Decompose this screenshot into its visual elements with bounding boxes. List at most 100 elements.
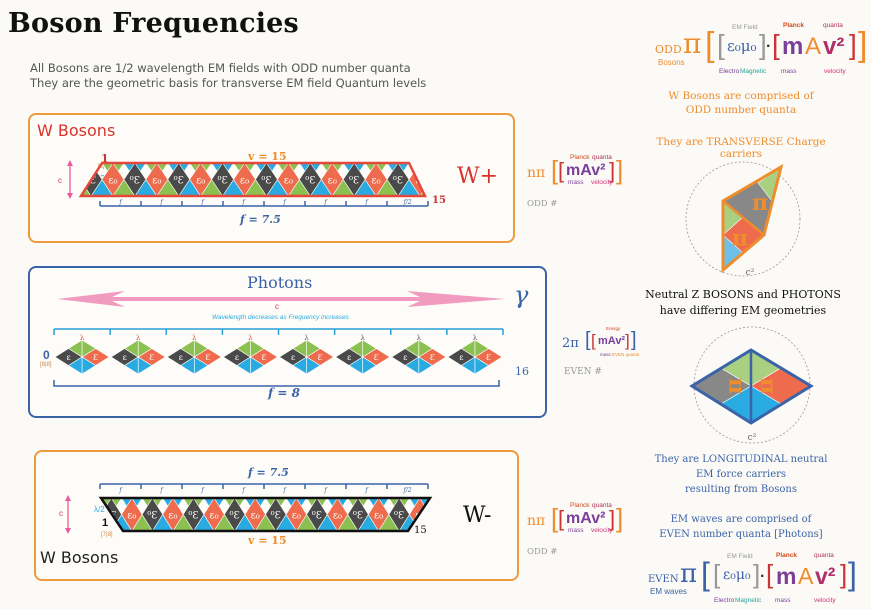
- band-border: [98, 496, 433, 533]
- diamond-cell: [306, 498, 328, 531]
- bracket-icon: [: [551, 155, 559, 185]
- even-formula-electro: Electro: [714, 597, 735, 604]
- diamond-cell: [224, 498, 246, 531]
- segment-label: f: [323, 199, 328, 206]
- w-minus-start-num: 1: [102, 517, 109, 529]
- photon-formula-even-quanta: EVEN quanta: [612, 352, 640, 357]
- lambda-label: λ: [417, 334, 422, 342]
- epsilon-label: ε: [123, 353, 127, 362]
- w-plus-formula-quanta: quanta: [592, 154, 612, 161]
- em-waves-text-1: EM waves are comprised of: [670, 514, 812, 525]
- epsilon-label: ε: [66, 353, 70, 362]
- diamond-cell: [255, 163, 278, 196]
- segment-label: f: [118, 199, 123, 206]
- arrow-head-icon: [65, 495, 71, 501]
- diamond-cell: [101, 163, 125, 196]
- epsilon-label: ε₀: [152, 176, 161, 187]
- mu-label: Ɛ: [149, 353, 154, 362]
- epsilon-label: ε₀: [292, 511, 301, 522]
- pi-glyph: π: [721, 378, 747, 394]
- dotted-circle: [685, 161, 801, 277]
- lambda-label: λ: [80, 334, 85, 342]
- w-plus-formula-caption: ODD #: [527, 199, 558, 209]
- mu-label: Ɛ: [205, 353, 210, 362]
- bracket-icon: ]: [616, 155, 624, 185]
- epsilon-label: ε: [291, 353, 295, 362]
- diamond-cell: [123, 163, 147, 196]
- odd-formula-prefix: ODD: [655, 43, 682, 56]
- pi-icon: π: [683, 27, 702, 60]
- epsilon-label: ε: [459, 353, 463, 362]
- diamond-cell: [326, 498, 349, 531]
- photon-formula-caption: EVEN #: [564, 367, 602, 377]
- epsilon-label: ε: [347, 353, 351, 362]
- bracket-icon: ]: [849, 29, 857, 60]
- segment-label: f: [364, 199, 369, 206]
- bracket-icon: ]: [616, 503, 624, 533]
- arrow-head-icon: [67, 160, 73, 166]
- c-squared-label: c²: [746, 268, 755, 278]
- diamond-cell: [145, 163, 169, 196]
- photon-start-ratio: [8|8]: [40, 362, 52, 368]
- bracket-icon: ]: [625, 331, 630, 350]
- odd-formula-planck: Planck: [783, 22, 804, 29]
- even-formula-v: v²: [815, 563, 836, 589]
- diamond-cell: [141, 498, 164, 531]
- diamond-cell: [244, 498, 266, 531]
- lambda-label: λ: [136, 334, 141, 342]
- neutral-z-text-1: Neutral Z BOSONS and PHOTONS: [645, 288, 841, 301]
- z-boson-outline: [721, 163, 784, 274]
- w-plus-formula-main: mAv²: [566, 162, 606, 179]
- even-formula-em: ε₀μ₀: [723, 567, 751, 583]
- odd-formula-dot: ·: [766, 38, 772, 55]
- diamond-cell: [162, 498, 184, 531]
- even-formula-planck: Planck: [776, 552, 797, 559]
- w-minus-formula-planck: Planck: [570, 502, 590, 509]
- bracket-icon: ]: [848, 556, 857, 592]
- mu-label: Ɛ: [486, 353, 491, 362]
- segment-label: f: [118, 487, 123, 494]
- segment-label: f: [200, 199, 205, 206]
- bracket-icon: ]: [631, 329, 637, 351]
- subtitle-line-1: All Bosons are 1/2 wavelength EM fields …: [30, 61, 411, 75]
- bracket-icon: ]: [753, 559, 761, 589]
- w-plus-formula-planck: Planck: [570, 154, 590, 161]
- diamond-cell: [342, 163, 366, 196]
- mu-label: Ɛ: [93, 353, 98, 362]
- photon-panel: [28, 266, 547, 418]
- photon-formula-prefix: 2π: [562, 336, 579, 351]
- epsilon-label: ε₀: [209, 511, 218, 522]
- neutral-z-text-2: have differing EM geometries: [659, 304, 827, 317]
- photon-c-label: c: [275, 302, 279, 311]
- w-plus-end-num: 15: [432, 195, 446, 206]
- even-formula-a: A: [798, 563, 814, 589]
- w-plus-f-label: f = 7.5: [240, 213, 281, 226]
- longitudinal-text-2: EM force carriers: [695, 469, 787, 480]
- double-arrow-icon: [57, 291, 505, 307]
- bracket-icon: [: [713, 559, 721, 589]
- w-minus-formula-main: mAv²: [566, 510, 606, 527]
- mu-label: Ɛ: [430, 353, 435, 362]
- lambda-label: λ: [360, 334, 365, 342]
- epsilon-label: ε₀: [108, 176, 117, 187]
- w-minus-half-lambda: λ/2: [94, 505, 105, 514]
- bracket-icon: ]: [759, 29, 767, 60]
- diamond-cell: [320, 163, 344, 196]
- pi-glyph: π: [752, 190, 768, 216]
- bracket-icon: [: [558, 158, 565, 183]
- w-plus-panel-label: W Bosons: [37, 121, 116, 140]
- w-minus-end-num: 15: [414, 525, 427, 536]
- w-minus-formula-quanta: quanta: [592, 502, 612, 509]
- bracket-icon: [: [558, 506, 565, 531]
- epsilon-label: ε: [179, 353, 183, 362]
- w-plus-symbol: W+: [457, 164, 499, 189]
- mu-label: Ɛ: [318, 353, 323, 362]
- bracket-icon: [: [705, 26, 715, 64]
- w-plus-start-num: 1: [101, 152, 109, 165]
- diamond-cell: [203, 498, 225, 531]
- w-minus-formula-velocity: velocity: [591, 527, 613, 534]
- segment-label: f: [159, 199, 164, 206]
- epsilon-label: ε₀: [372, 176, 381, 187]
